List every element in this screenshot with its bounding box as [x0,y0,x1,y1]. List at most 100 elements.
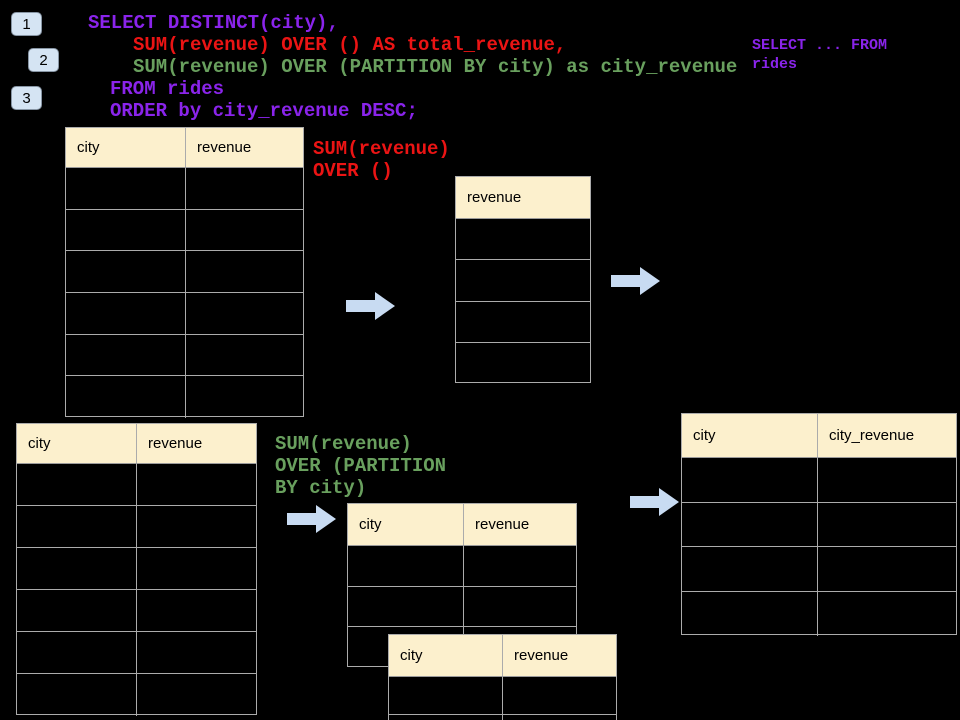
table-cell [186,210,303,251]
header-cell-revenue: revenue [514,647,569,664]
select-from-note-line1: SELECT ... FROM [752,37,888,54]
table-row [17,590,256,632]
table-row [389,677,616,715]
right-arrow-icon [287,505,336,533]
sql-line-from: FROM rides [110,78,225,100]
table-cell [186,335,303,376]
table-cell [818,547,956,591]
table-cell [464,546,576,586]
table-cell [186,293,303,334]
table-cell [389,677,503,714]
table-row [456,343,590,384]
table-header-row: city revenue [389,635,616,677]
header-cell-revenue: revenue [197,139,252,156]
header-cell-revenue: revenue [467,189,522,206]
sql-line-select: SELECT DISTINCT(city), [88,12,339,34]
step-badge-1: 1 [11,12,42,36]
table-cell [137,590,256,631]
table-row [456,260,590,302]
table-cell [456,302,590,342]
table-row [17,674,256,716]
table-cell [464,587,576,627]
table-cell [66,168,186,209]
table-source-top: city revenue [65,127,304,418]
table-row [348,546,576,587]
select-from-note: SELECT ... FROM rides [752,36,887,74]
table-row [17,632,256,674]
sum-partition-note-line1: SUM(revenue) [275,433,412,455]
table-cell [17,590,137,631]
table-cell [503,715,616,720]
right-arrow-icon [630,488,679,516]
sum-partition-note-line3: BY city) [275,477,367,499]
table-cell [66,209,186,251]
table-header-row: city revenue [348,504,576,546]
table-cell [389,714,503,720]
table-row [66,168,303,210]
step-badge-2: 2 [28,48,59,72]
table-partition-front: city revenue [388,634,617,720]
table-row [66,334,303,377]
table-cell [682,458,818,502]
table-cell [682,547,818,591]
sum-over-note-line2: OVER () [313,160,393,182]
table-cell [66,251,186,292]
table-row [682,547,956,592]
header-cell-city: city [66,128,186,167]
table-cell [682,591,818,636]
table-cell [186,251,303,292]
table-cell [348,546,464,586]
table-cell [17,632,137,673]
table-cell [66,334,186,376]
table-cell [818,503,956,547]
sum-partition-note-line2: OVER (PARTITION [275,455,447,477]
header-cell-city: city [389,635,503,676]
table-header-row: revenue [456,177,590,219]
header-cell-city: city [682,414,818,457]
table-row [17,464,256,506]
header-cell-city: city [17,424,137,463]
table-cell [17,506,137,547]
table-row [66,251,303,293]
sum-over-note: SUM(revenue)OVER () [313,138,450,182]
table-total-revenue-result: revenue [455,176,591,383]
select-from-note-line2: rides [752,56,798,73]
right-arrow-icon [346,292,395,320]
table-cell [456,260,590,300]
table-cell [186,376,303,418]
table-cell [456,343,590,384]
table-cell [137,548,256,589]
header-cell-revenue: revenue [475,516,530,533]
header-cell-city: city [348,504,464,545]
sql-line-city-revenue: SUM(revenue) OVER (PARTITION BY city) as… [133,56,738,78]
table-cell [17,548,137,589]
table-cell [137,506,256,547]
table-cell [137,632,256,673]
table-cell [137,464,256,505]
table-row [456,302,590,343]
table-cell [17,464,137,505]
table-row [389,714,616,720]
table-row [66,376,303,418]
table-cell [818,592,956,637]
sum-over-note-line1: SUM(revenue) [313,138,450,160]
table-cell [682,502,818,546]
step-badge-3: 3 [11,86,42,110]
table-cell [137,674,256,716]
table-row [682,502,956,547]
table-partition-back: city revenue [347,503,577,668]
table-cell [503,677,616,714]
table-header-row: city revenue [66,128,303,168]
table-row [348,586,576,628]
sql-line-total-revenue: SUM(revenue) OVER () AS total_revenue, [133,34,567,56]
table-row [682,591,956,637]
sql-line-order-by: ORDER by city_revenue DESC; [110,100,418,122]
table-cell [66,292,186,334]
table-row [66,292,303,335]
